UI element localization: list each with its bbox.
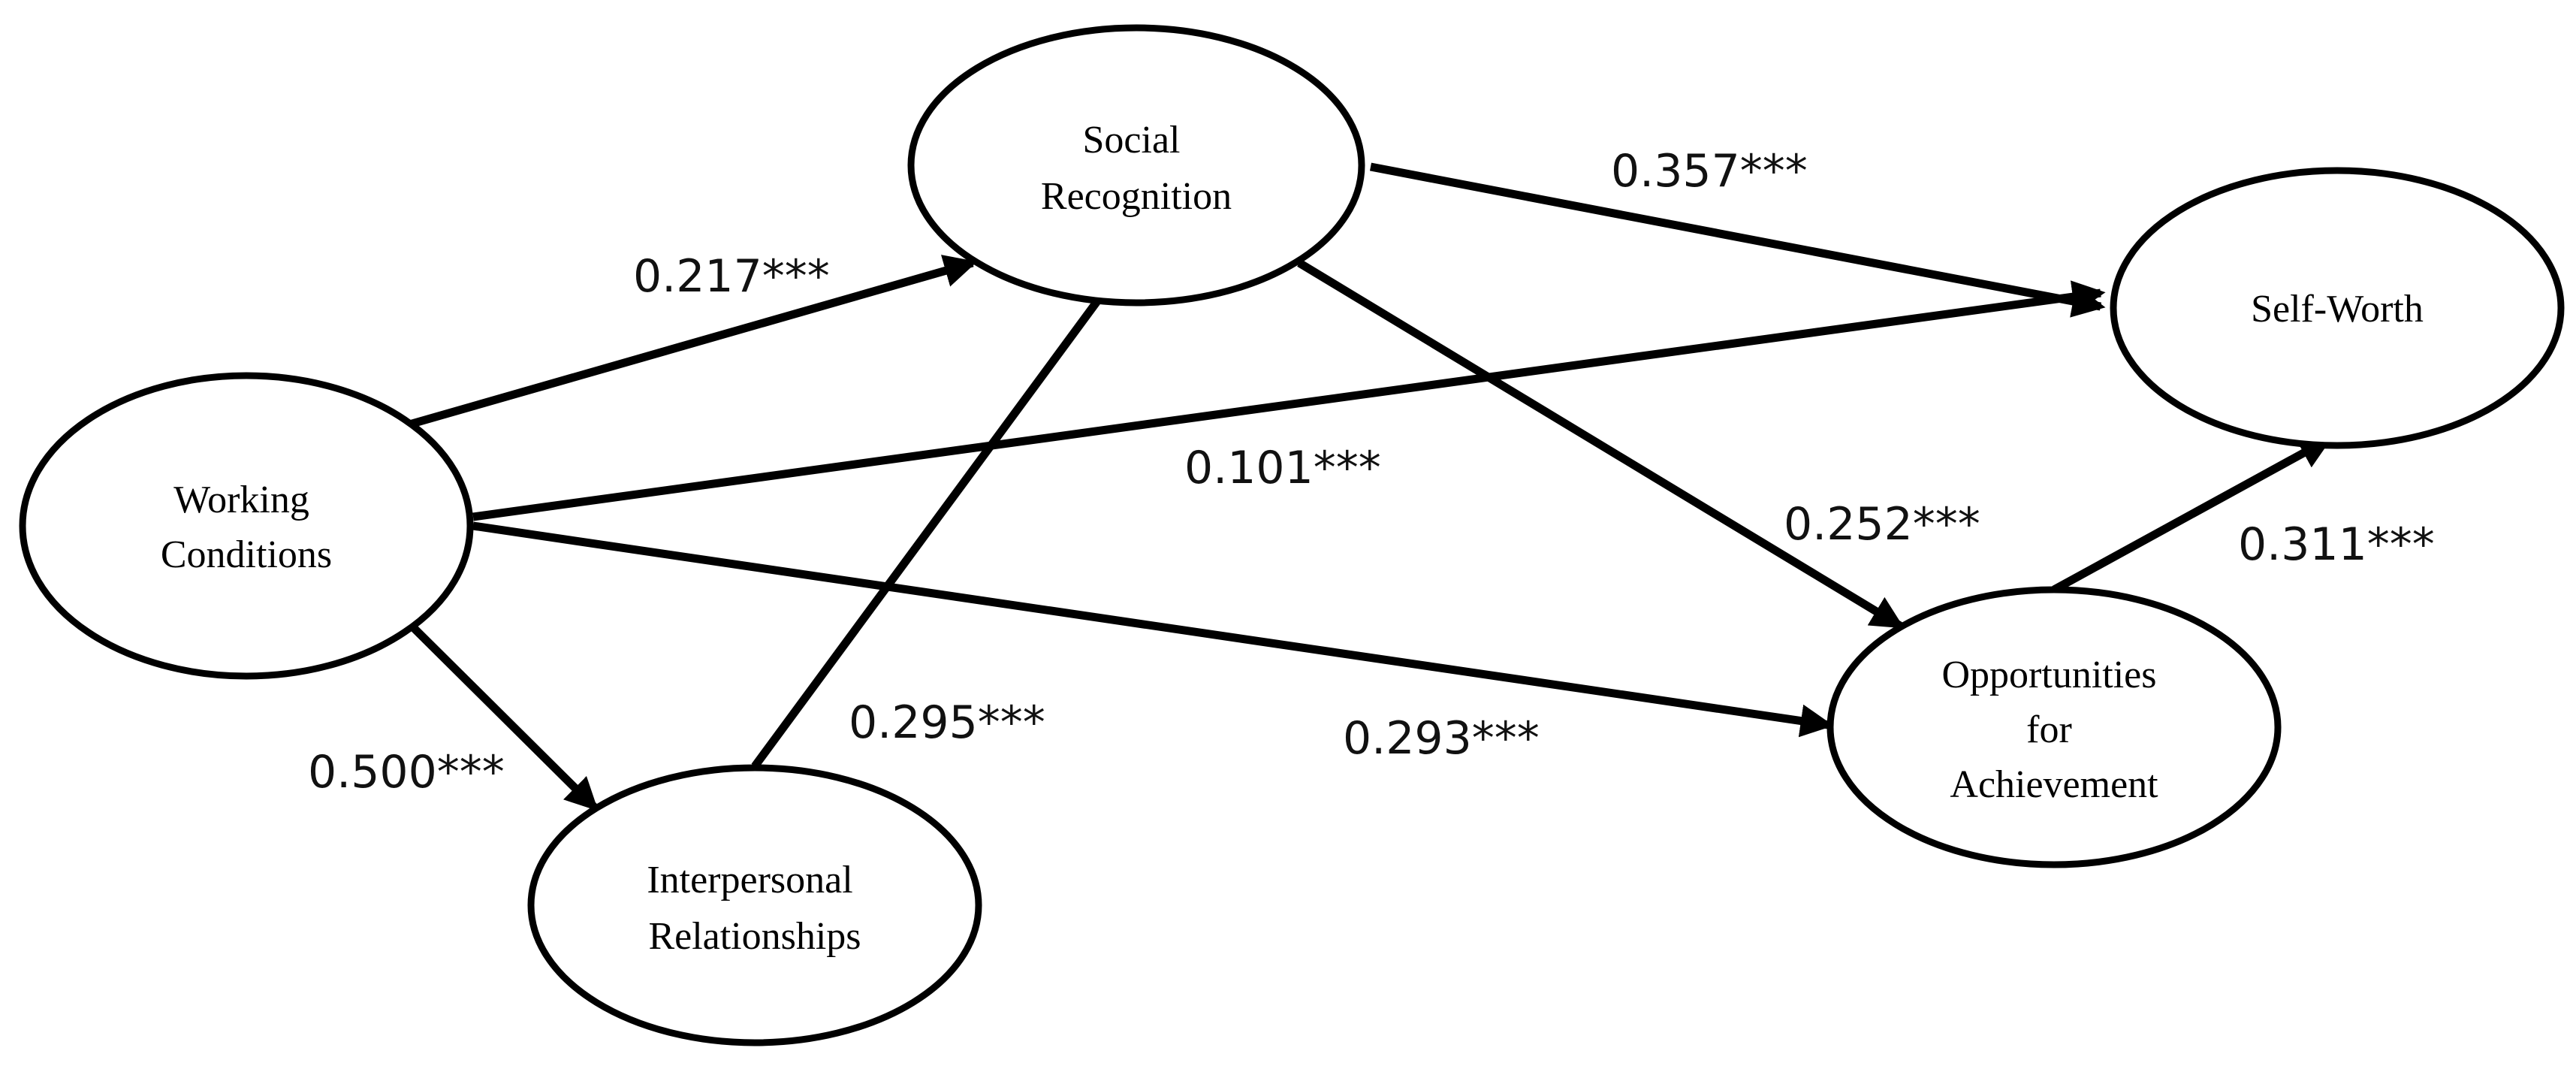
node-interpersonal-relationships-line-2: Relationships <box>648 915 861 958</box>
node-self-worth: Self-Worth <box>2110 167 2565 449</box>
edges <box>406 162 2333 811</box>
edge-labels: 0.217*** 0.101*** 0.293*** 0.500*** 0.29… <box>308 145 2435 799</box>
node-self-worth-ellipse <box>2110 167 2565 449</box>
svg-text:Opportunities for: Opportunities for Achievement <box>1942 654 2167 806</box>
edge-wc-to-ir <box>406 621 599 811</box>
node-opportunities-for-achievement-line-2: for <box>2026 708 2072 751</box>
edge-wc-to-sr <box>408 255 978 429</box>
node-social-recognition-line-2: Recognition <box>1041 175 1232 218</box>
edge-sr-to-oa <box>1297 259 1905 630</box>
node-working-conditions-line-2: Conditions <box>161 533 332 576</box>
node-working-conditions: Working Conditions <box>19 372 474 680</box>
svg-text:Interpersonal Relationsh: Interpersonal Relationships <box>647 859 862 958</box>
svg-text:Self-Worth: Self-Worth <box>2251 288 2424 331</box>
edge-wc-to-oa <box>472 521 1834 738</box>
node-opportunities-for-achievement: Opportunities for Achievement <box>1826 586 2282 868</box>
node-social-recognition-line-1: Social <box>1083 119 1181 162</box>
label-wc-to-oa: 0.293*** <box>1343 712 1540 765</box>
node-interpersonal-relationships: Interpersonal Relationships <box>527 764 982 1046</box>
node-opportunities-for-achievement-line-1: Opportunities <box>1942 654 2157 696</box>
edge-wc-to-sw <box>472 280 2106 521</box>
edge-oa-to-sw <box>2052 436 2333 593</box>
svg-text:Working Conditions: Working Conditions <box>161 479 332 576</box>
label-wc-to-ir: 0.500*** <box>308 746 505 799</box>
svg-text:Social Recognition: Social Recognition <box>1041 119 1232 218</box>
edge-sr-to-sw <box>1369 162 2106 318</box>
node-social-recognition-ellipse <box>907 24 1365 307</box>
label-sr-to-sw: 0.357*** <box>1611 145 1808 198</box>
node-social-recognition: Social Recognition <box>907 24 1365 307</box>
label-wc-to-sr: 0.217*** <box>633 250 830 303</box>
node-interpersonal-relationships-line-1: Interpersonal <box>647 859 852 901</box>
label-wc-to-sw: 0.101*** <box>1184 442 1381 494</box>
edge-ir-to-sr <box>751 257 1130 769</box>
node-working-conditions-line-1: Working <box>173 479 309 521</box>
node-opportunities-for-achievement-ellipse <box>1826 586 2282 868</box>
node-opportunities-for-achievement-line-3: Achievement <box>1950 763 2158 806</box>
node-interpersonal-relationships-ellipse <box>527 764 982 1046</box>
node-self-worth-line-1: Self-Worth <box>2251 288 2424 331</box>
label-sr-to-oa: 0.252*** <box>1784 498 1980 551</box>
node-working-conditions-ellipse <box>19 372 474 680</box>
label-oa-to-sw: 0.311*** <box>2238 518 2435 571</box>
label-ir-to-sr: 0.295*** <box>849 696 1045 749</box>
